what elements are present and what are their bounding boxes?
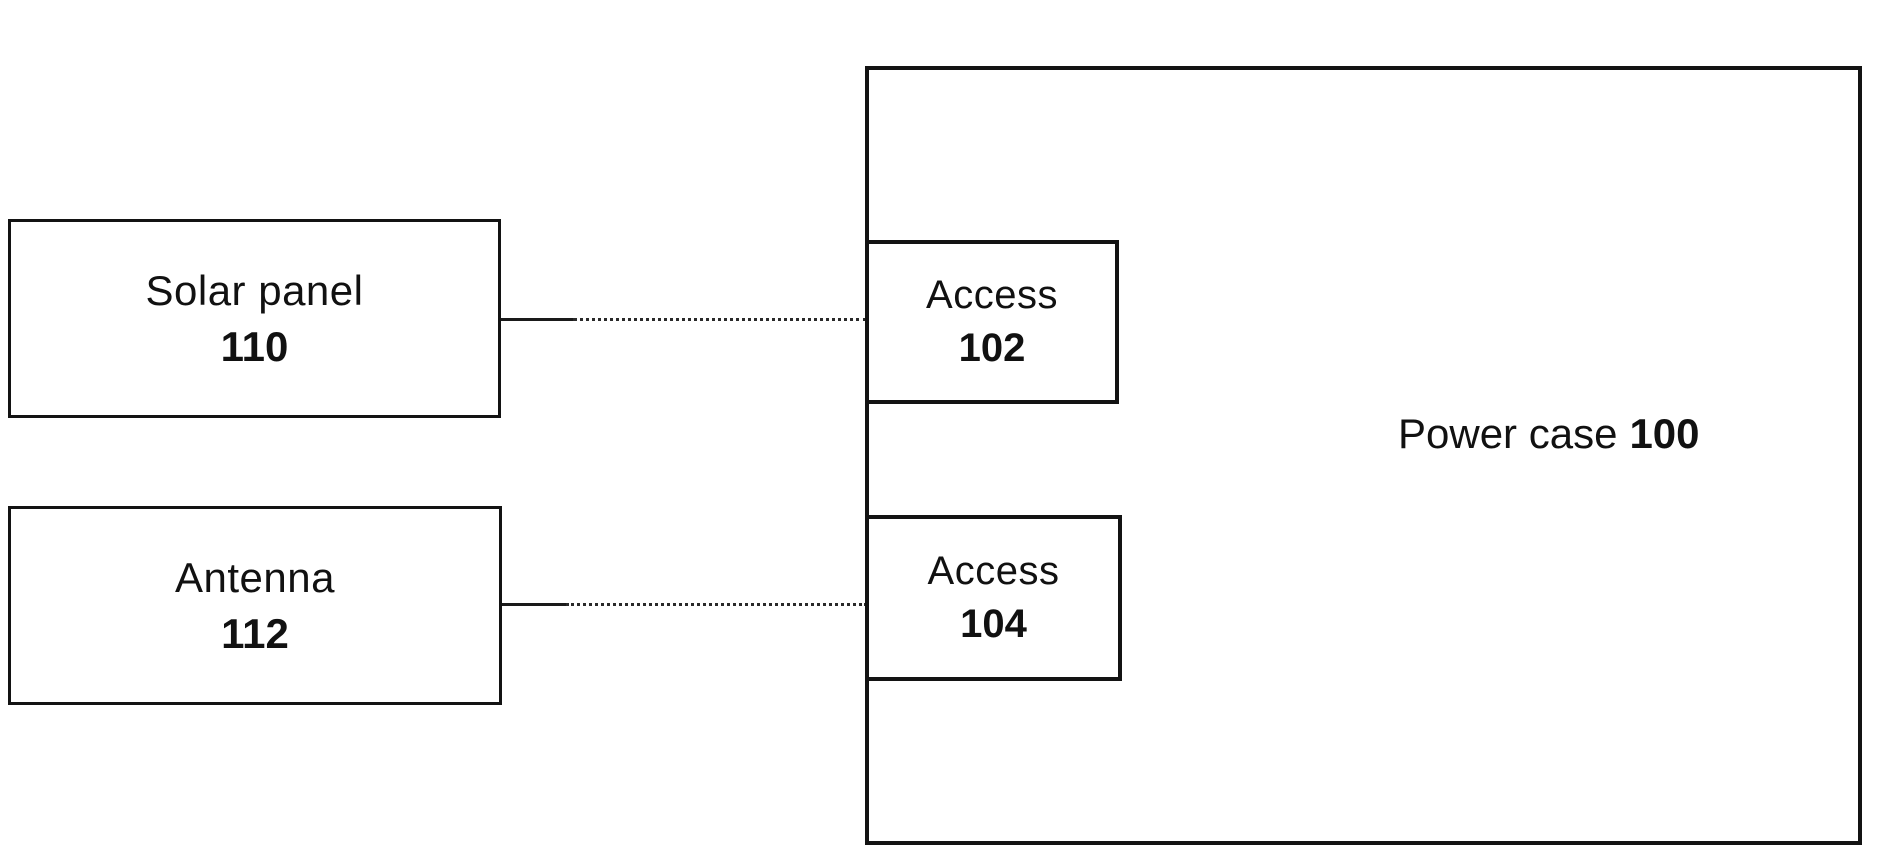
power-case-box bbox=[865, 66, 1862, 845]
connector-dotted-segment bbox=[573, 318, 867, 321]
connector-solid-segment bbox=[501, 318, 573, 321]
power-case-label-text: Power case bbox=[1398, 410, 1618, 457]
antenna-ref: 112 bbox=[221, 609, 289, 657]
antenna-label: Antenna bbox=[175, 554, 335, 602]
access-104-ref: 104 bbox=[960, 602, 1027, 646]
access-102-label: Access bbox=[926, 273, 1058, 318]
solar-panel-label: Solar panel bbox=[145, 267, 364, 315]
access-104-label: Access bbox=[927, 549, 1060, 594]
connector-dotted-segment bbox=[566, 603, 867, 606]
solar-panel-ref: 110 bbox=[220, 322, 289, 370]
power-case-ref: 100 bbox=[1629, 410, 1700, 457]
solar-panel-box: Solar panel 110 bbox=[8, 219, 501, 418]
access-104-box: Access 104 bbox=[865, 515, 1122, 681]
antenna-box: Antenna 112 bbox=[8, 506, 502, 705]
connector-solid-segment bbox=[502, 603, 566, 606]
access-102-box: Access 102 bbox=[865, 240, 1119, 404]
access-102-ref: 102 bbox=[958, 326, 1026, 370]
